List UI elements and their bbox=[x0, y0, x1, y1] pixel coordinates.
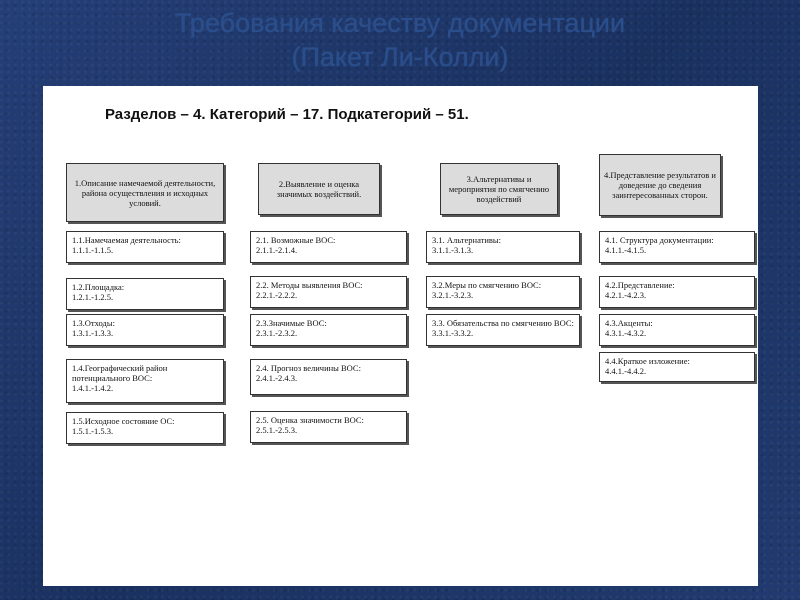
title-line-1: Требования качеству документации bbox=[174, 8, 626, 38]
category-title: 4.2.Представление: bbox=[605, 280, 675, 290]
category-range: 1.3.1.-1.3.3. bbox=[72, 328, 114, 338]
slide-title: Требования качеству документации (Пакет … bbox=[0, 6, 800, 74]
category-range: 4.1.1.-4.1.5. bbox=[605, 245, 647, 255]
category-title: 1.2.Площадка: bbox=[72, 282, 125, 292]
category-range: 3.2.1.-3.2.3. bbox=[432, 290, 474, 300]
category-range: 4.3.1.-4.3.2. bbox=[605, 328, 647, 338]
category-title: 1.1.Намечаемая деятельность: bbox=[72, 235, 181, 245]
diagram-panel: Разделов – 4. Категорий – 17. Подкатегор… bbox=[43, 86, 758, 586]
category-title: 2.1. Возможные ВОС: bbox=[256, 235, 336, 245]
category-range: 1.5.1.-1.5.3. bbox=[72, 426, 114, 436]
section-1-header: 1.Описание намечаемой деятельности, райо… bbox=[66, 163, 224, 222]
section-3-header-text: 3.Альтернативы и мероприятия по смягчени… bbox=[448, 174, 550, 204]
category-1-1: 1.1.Намечаемая деятельность: 1.1.1.-1.1.… bbox=[66, 231, 224, 263]
section-2-header-text: 2.Выявление и оценка значимых воздействи… bbox=[276, 179, 362, 199]
section-4-header: 4.Представление результатов и доведение … bbox=[599, 154, 721, 216]
category-4-3: 4.3.Акценты: 4.3.1.-4.3.2. bbox=[599, 314, 755, 346]
category-title: 3.3. Обязательства по смягчению ВОС: 3.3… bbox=[432, 318, 574, 338]
category-3-3: 3.3. Обязательства по смягчению ВОС: 3.3… bbox=[426, 314, 580, 346]
category-title: 1.4.Географический район потенциального … bbox=[72, 363, 168, 383]
category-1-5: 1.5.Исходное состояние ОС: 1.5.1.-1.5.3. bbox=[66, 412, 224, 444]
category-2-3: 2.3.Значимые ВОС: 2.3.1.-2.3.2. bbox=[250, 314, 407, 346]
category-3-2: 3.2.Меры по смягчению ВОС: 3.2.1.-3.2.3. bbox=[426, 276, 580, 308]
category-title: 4.4.Краткое изложение: bbox=[605, 356, 690, 366]
section-4-header-text: 4.Представление результатов и доведение … bbox=[604, 170, 716, 200]
category-range: 2.1.1.-2.1.4. bbox=[256, 245, 298, 255]
category-title: 2.4. Прогноз величины ВОС: bbox=[256, 363, 361, 373]
category-2-2: 2.2. Методы выявления ВОС: 2.2.1.-2.2.2. bbox=[250, 276, 407, 308]
category-range: 2.3.1.-2.3.2. bbox=[256, 328, 298, 338]
summary-text: Разделов – 4. Категорий – 17. Подкатегор… bbox=[105, 106, 469, 123]
category-title: 1.5.Исходное состояние ОС: bbox=[72, 416, 175, 426]
title-line-2: (Пакет Ли-Колли) bbox=[291, 42, 509, 72]
category-range: 2.2.1.-2.2.2. bbox=[256, 290, 298, 300]
category-title: 1.3.Отходы: bbox=[72, 318, 115, 328]
category-1-4: 1.4.Географический район потенциального … bbox=[66, 359, 224, 403]
category-range: 1.2.1.-1.2.5. bbox=[72, 292, 114, 302]
category-title: 4.3.Акценты: bbox=[605, 318, 653, 328]
section-2-header: 2.Выявление и оценка значимых воздействи… bbox=[258, 163, 380, 215]
category-range: 2.4.1.-2.4.3. bbox=[256, 373, 298, 383]
category-4-2: 4.2.Представление: 4.2.1.-4.2.3. bbox=[599, 276, 755, 308]
category-title: 3.1. Альтернативы: bbox=[432, 235, 501, 245]
category-range: 1.1.1.-1.1.5. bbox=[72, 245, 114, 255]
category-range: 1.4.1.-1.4.2. bbox=[72, 383, 114, 393]
section-1-header-text: 1.Описание намечаемой деятельности, райо… bbox=[74, 177, 216, 208]
category-title: 2.3.Значимые ВОС: bbox=[256, 318, 327, 328]
category-1-3: 1.3.Отходы: 1.3.1.-1.3.3. bbox=[66, 314, 224, 346]
section-3-header: 3.Альтернативы и мероприятия по смягчени… bbox=[440, 163, 558, 215]
category-title: 3.2.Меры по смягчению ВОС: bbox=[432, 280, 542, 290]
category-title: 2.2. Методы выявления ВОС: bbox=[256, 280, 363, 290]
category-4-1: 4.1. Структура документации: 4.1.1.-4.1.… bbox=[599, 231, 755, 263]
category-title: 2.5. Оценка значимости ВОС: bbox=[256, 415, 364, 425]
category-1-2: 1.2.Площадка: 1.2.1.-1.2.5. bbox=[66, 278, 224, 310]
category-2-1: 2.1. Возможные ВОС: 2.1.1.-2.1.4. bbox=[250, 231, 407, 263]
category-range: 4.2.1.-4.2.3. bbox=[605, 290, 647, 300]
category-title: 4.1. Структура документации: bbox=[605, 235, 714, 245]
category-range: 4.4.1.-4.4.2. bbox=[605, 366, 647, 376]
category-range: 3.1.1.-3.1.3. bbox=[432, 245, 474, 255]
category-3-1: 3.1. Альтернативы: 3.1.1.-3.1.3. bbox=[426, 231, 580, 263]
category-4-4: 4.4.Краткое изложение: 4.4.1.-4.4.2. bbox=[599, 352, 755, 382]
category-2-4: 2.4. Прогноз величины ВОС: 2.4.1.-2.4.3. bbox=[250, 359, 407, 395]
category-range: 2.5.1.-2.5.3. bbox=[256, 425, 298, 435]
category-2-5: 2.5. Оценка значимости ВОС: 2.5.1.-2.5.3… bbox=[250, 411, 407, 443]
